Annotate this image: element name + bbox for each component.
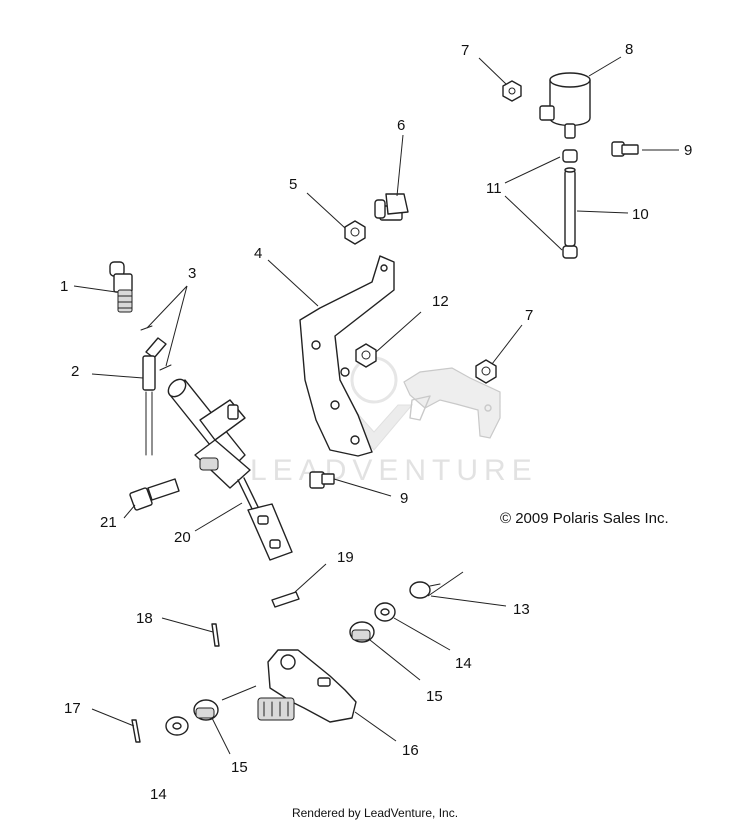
callout-20: 20 — [174, 529, 191, 546]
callout-12: 12 — [432, 293, 449, 310]
part-4-bracket — [299, 255, 395, 457]
part-16-brake-pedal — [257, 649, 357, 723]
part-ghost-bracket — [403, 367, 501, 439]
callout-17: 17 — [64, 700, 81, 717]
part-12-nut — [355, 343, 377, 368]
copyright-text: © 2009 Polaris Sales Inc. — [500, 510, 669, 527]
part-3-o-rings — [140, 325, 172, 371]
part-14-washer-upper — [374, 602, 396, 622]
callout-14-right: 14 — [455, 655, 472, 672]
callout-4: 4 — [254, 245, 262, 262]
part-9-bolt-lower — [309, 471, 335, 489]
callout-21: 21 — [100, 514, 117, 531]
callout-16: 16 — [402, 742, 419, 759]
callout-19: 19 — [337, 549, 354, 566]
callout-18: 18 — [136, 610, 153, 627]
callout-15-right: 15 — [426, 688, 443, 705]
callout-9-top: 9 — [684, 142, 692, 159]
footer-text: Rendered by LeadVenture, Inc. — [292, 806, 458, 820]
part-17-cotter-pin — [131, 719, 141, 743]
callout-3: 3 — [188, 265, 196, 282]
part-11-clamps — [562, 149, 578, 259]
part-21-bolt — [129, 478, 180, 511]
callout-1: 1 — [60, 278, 68, 295]
callout-7-right: 7 — [525, 307, 533, 324]
part-15-bushing-lower — [193, 699, 219, 721]
callout-11: 11 — [486, 180, 502, 197]
callout-9-lower: 9 — [400, 490, 408, 507]
part-6-bolt — [374, 193, 409, 221]
callouts: 1 2 3 4 5 6 7 8 9 11 10 12 7 9 21 20 19 … — [60, 41, 692, 803]
part-7-nut-upper — [502, 80, 522, 102]
leadventure-watermark: LEADVENTURE — [250, 356, 538, 487]
watermark-text: LEADVENTURE — [250, 454, 538, 487]
part-13-spring-clip — [409, 581, 441, 599]
part-8-reservoir — [539, 72, 591, 139]
callout-10: 10 — [632, 206, 649, 223]
part-9-bolt-upper — [611, 141, 639, 157]
part-18-cotter-pin — [211, 623, 220, 647]
part-20-master-cylinder — [167, 378, 293, 561]
leader-lines — [73, 56, 679, 755]
part-5-nut — [344, 220, 366, 245]
part-1-bleeder-fitting — [109, 261, 133, 313]
part-15-bushing-upper — [349, 621, 375, 643]
callout-5: 5 — [289, 176, 297, 193]
callout-7-top: 7 — [461, 42, 469, 59]
callout-14-lower: 14 — [150, 786, 167, 803]
part-2-hose-fitting — [142, 337, 167, 456]
callout-8: 8 — [625, 41, 633, 58]
part-14-washer-lower — [165, 716, 189, 736]
callout-15-lower: 15 — [231, 759, 248, 776]
part-19-pin — [271, 591, 300, 608]
part-10-hose — [564, 167, 576, 247]
callout-2: 2 — [71, 363, 79, 380]
callout-6: 6 — [397, 117, 405, 134]
part-7-nut-lower — [475, 359, 497, 384]
callout-13: 13 — [513, 601, 530, 618]
